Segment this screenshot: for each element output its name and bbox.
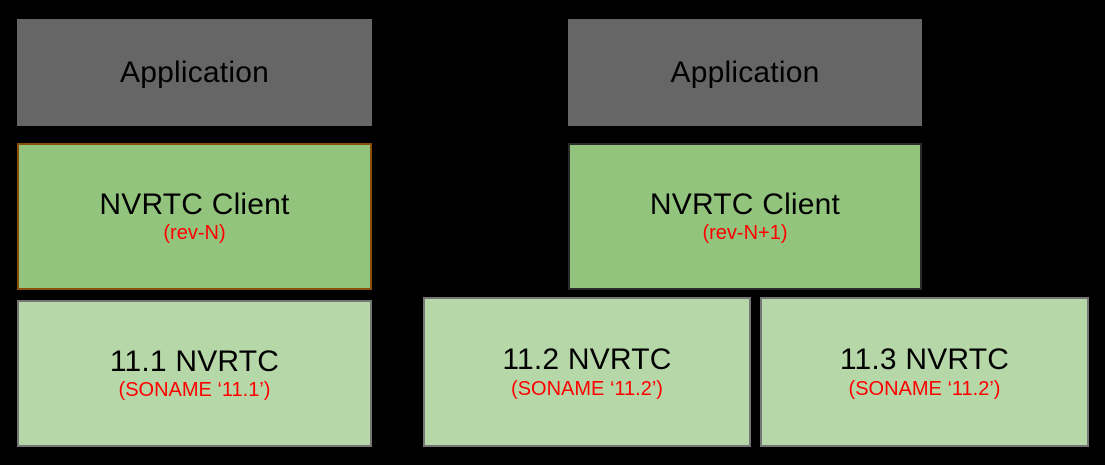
nvrtc-client-box-left: NVRTC Client (rev-N): [17, 143, 372, 290]
nvrtc-library-label-11-1: 11.1 NVRTC: [109, 344, 280, 378]
nvrtc-library-label-11-3: 11.3 NVRTC: [839, 343, 1010, 377]
nvrtc-library-soname-11-3: (SONAME ‘11.2’): [848, 377, 1001, 400]
nvrtc-library-box-11-2: 11.2 NVRTC (SONAME ‘11.2’): [423, 297, 751, 447]
application-label-right: Application: [670, 55, 820, 89]
application-box-right: Application: [568, 19, 922, 126]
nvrtc-library-box-11-1: 11.1 NVRTC (SONAME ‘11.1’): [17, 300, 372, 447]
nvrtc-client-label-right: NVRTC Client: [649, 187, 841, 221]
nvrtc-client-revision-left: (rev-N): [163, 222, 226, 245]
nvrtc-library-label-11-2: 11.2 NVRTC: [502, 343, 672, 377]
application-box-left: Application: [17, 19, 372, 126]
nvrtc-library-box-11-3: 11.3 NVRTC (SONAME ‘11.2’): [760, 297, 1089, 447]
application-label-left: Application: [120, 55, 269, 89]
nvrtc-library-soname-11-2: (SONAME ‘11.2’): [511, 377, 663, 400]
nvrtc-library-soname-11-1: (SONAME ‘11.1’): [118, 379, 271, 402]
nvrtc-client-label-left: NVRTC Client: [99, 187, 290, 221]
nvrtc-client-revision-right: (rev-N+1): [702, 222, 788, 245]
nvrtc-client-box-right: NVRTC Client (rev-N+1): [568, 143, 922, 290]
